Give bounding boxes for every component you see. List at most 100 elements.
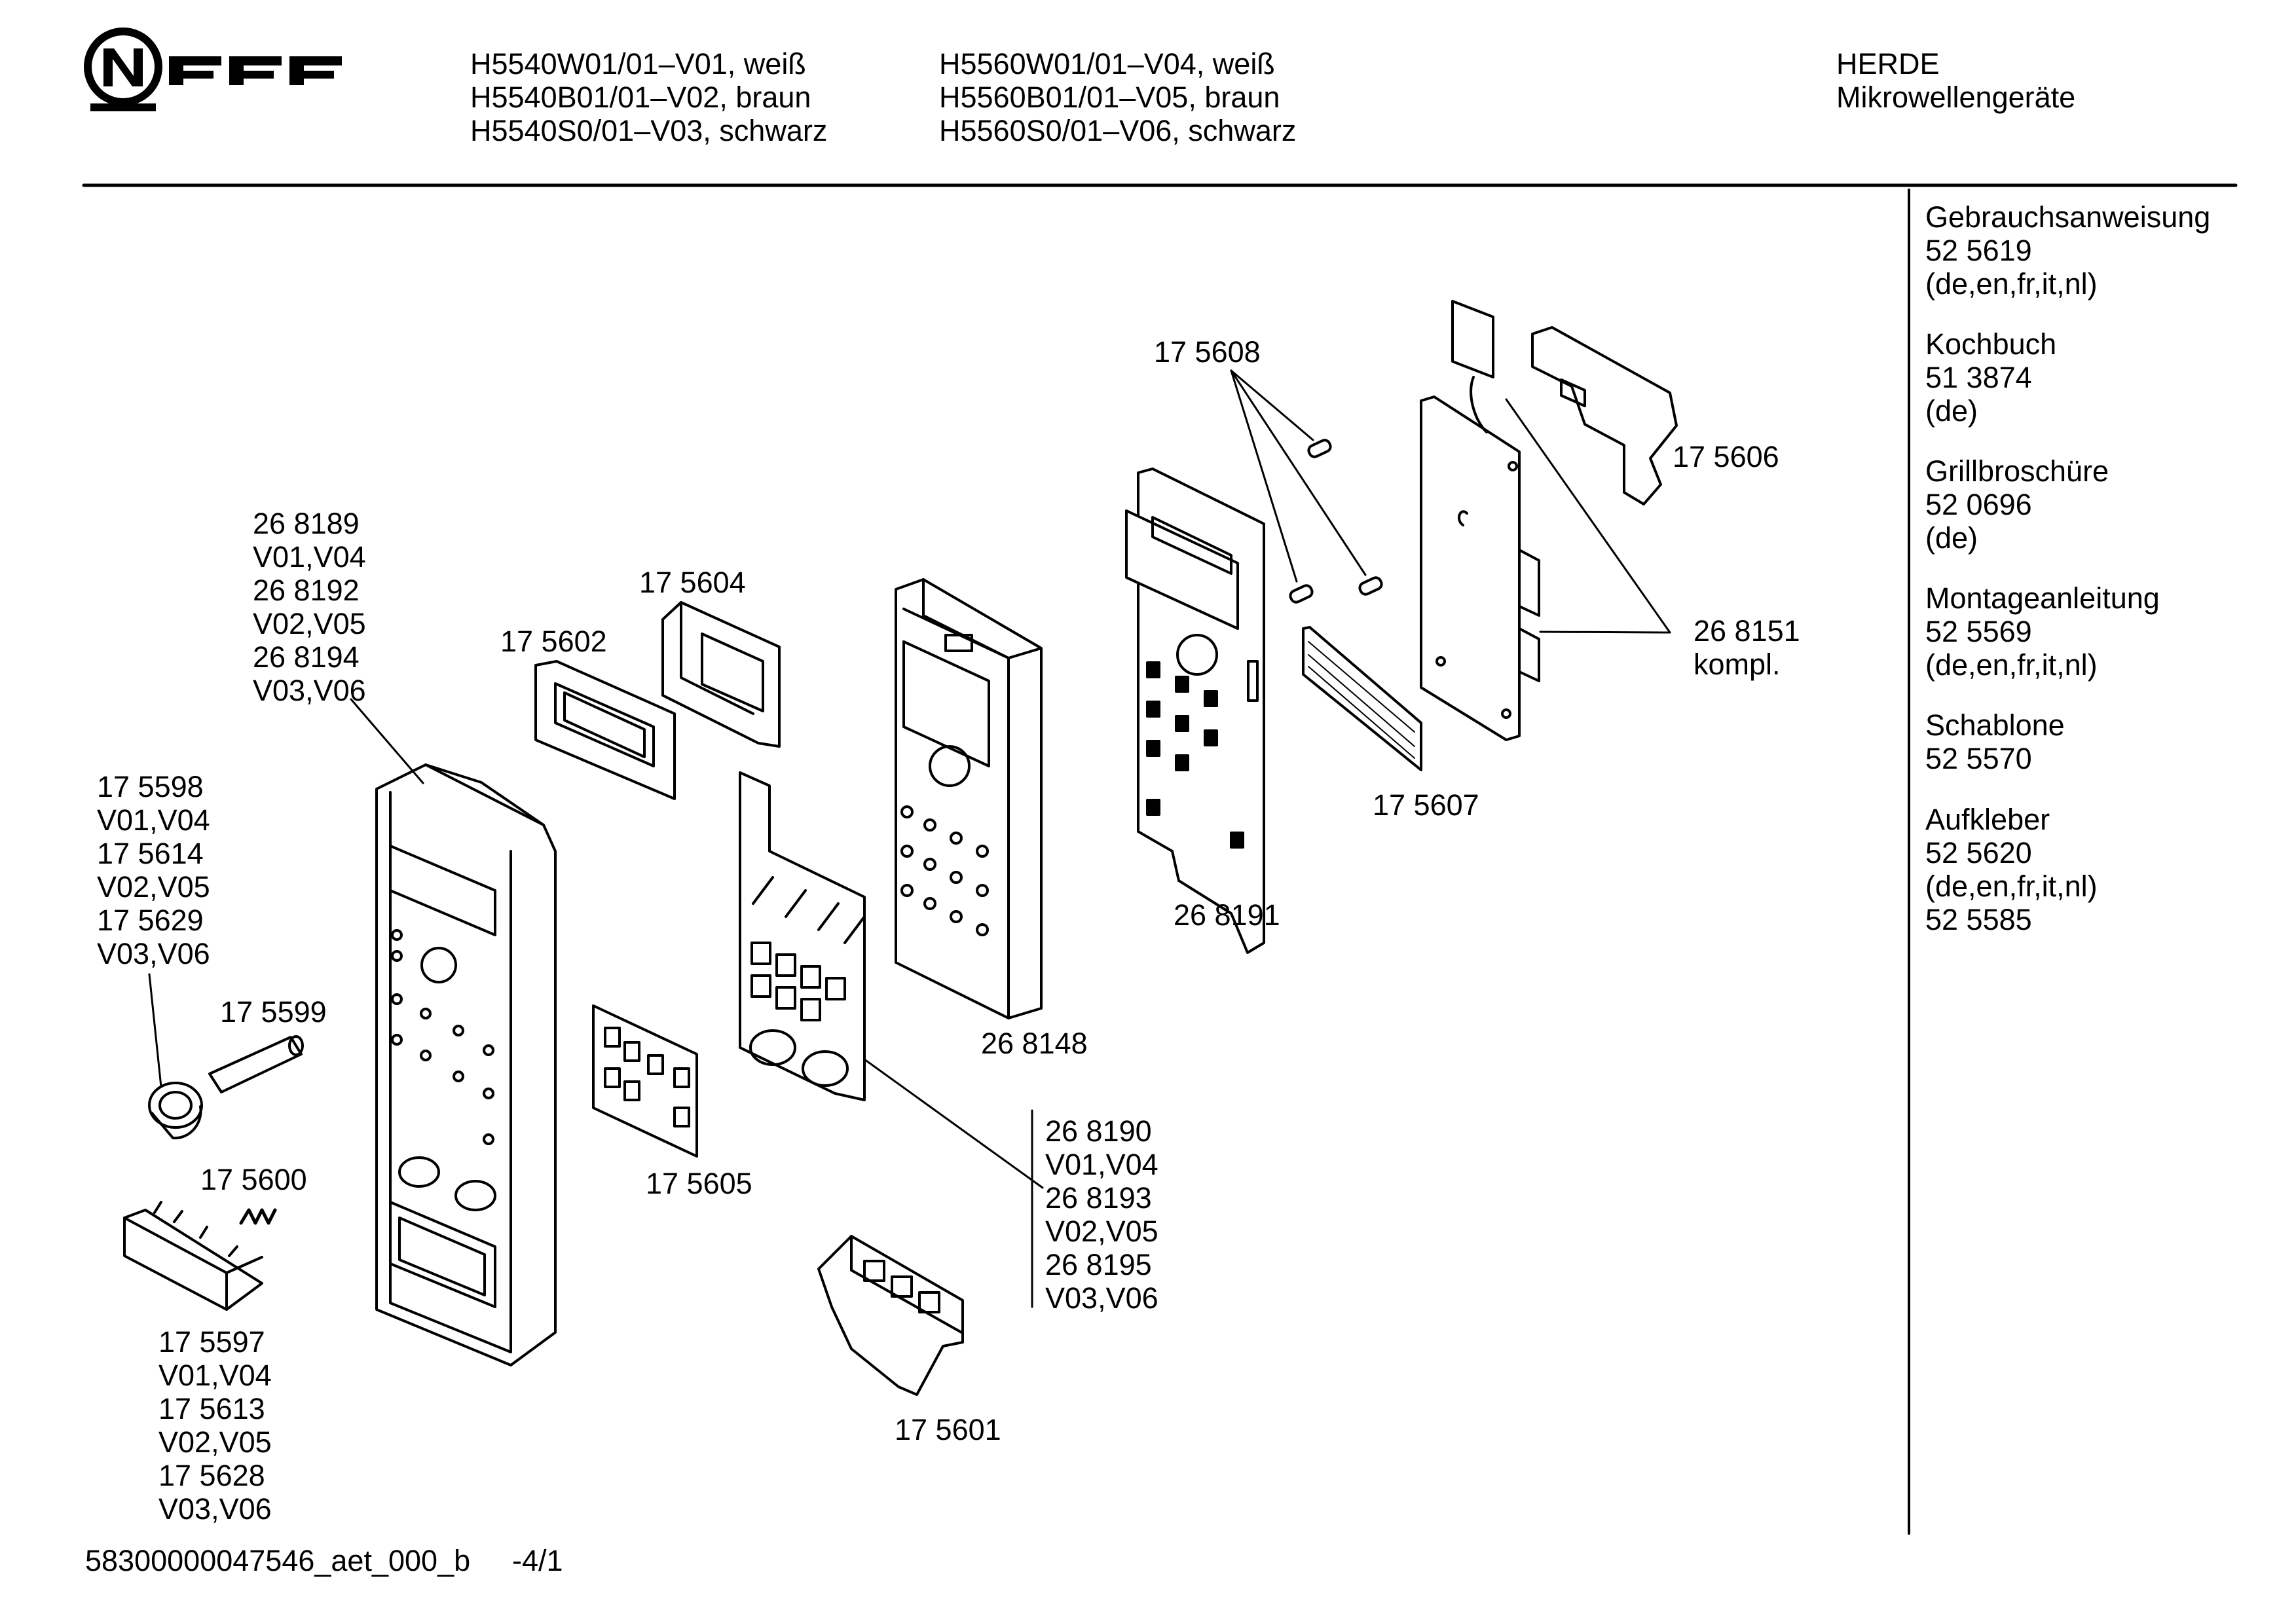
footer-page: -4/1 xyxy=(512,1544,563,1577)
part-number: 17 5597 xyxy=(158,1325,265,1359)
part-label-175598: 17 5598 V01,V04 17 5614 V02,V05 17 5629 … xyxy=(97,770,210,970)
part-number: 26 8189 xyxy=(253,507,360,540)
part-number: 17 5613 xyxy=(158,1392,265,1425)
doc-title: Aufkleber xyxy=(1925,803,2050,836)
variant: V01,V04 xyxy=(158,1359,272,1392)
model-line: H5560S0/01–V06, schwarz xyxy=(939,114,1297,147)
part-label-268190: 26 8190 V01,V04 26 8193 V02,V05 26 8195 … xyxy=(1045,1114,1158,1315)
doc-title: Kochbuch xyxy=(1925,327,2057,361)
keypad-membrane-part-268190 xyxy=(739,771,866,1101)
doc-line: 52 5570 xyxy=(1925,742,2032,775)
part-label-175597: 17 5597 V01,V04 17 5613 V02,V05 17 5628 … xyxy=(158,1325,272,1526)
variant: V02,V05 xyxy=(97,870,210,904)
part-number: 17 5600 xyxy=(200,1163,307,1196)
part-label-175607: 17 5607 xyxy=(1373,788,1479,822)
part-number: 17 5604 xyxy=(639,566,746,599)
part-number: 26 8190 xyxy=(1045,1114,1152,1148)
doc-line: (de,en,fr,it,nl) xyxy=(1925,267,2098,301)
part-number: 17 5628 xyxy=(158,1459,265,1492)
part-label-175602: 17 5602 xyxy=(500,625,607,658)
leader-line xyxy=(148,973,162,1088)
doc-title: Gebrauchsanweisung xyxy=(1925,200,2211,234)
doc-line: 52 5620 xyxy=(1925,836,2032,870)
doc-aufkleber: Aufkleber 52 5620 (de,en,fr,it,nl) 52 55… xyxy=(1925,803,2098,936)
part-number: 26 8194 xyxy=(253,640,360,674)
doc-id: 58300000047546_aet_000_b xyxy=(85,1544,471,1577)
part-number: 17 5608 xyxy=(1154,335,1261,369)
latch-part-175601 xyxy=(817,1235,964,1396)
doc-schablone: Schablone 52 5570 xyxy=(1925,708,2065,775)
frame-part-175604 xyxy=(661,601,781,748)
doc-kochbuch: Kochbuch 51 3874 (de) xyxy=(1925,327,2056,428)
leader-line xyxy=(1230,369,1298,583)
leader-line xyxy=(1230,369,1314,441)
leader-line xyxy=(863,1058,1044,1189)
part-label-268189: 26 8189 V01,V04 26 8192 V02,V05 26 8194 … xyxy=(253,507,366,707)
variant: V01,V04 xyxy=(97,803,210,837)
pins-part-175608 xyxy=(1289,439,1383,604)
part-number: 17 5601 xyxy=(895,1413,1001,1446)
model-list-1: H5540W01/01–V01, weiß H5540B01/01–V02, b… xyxy=(470,47,827,147)
doc-title: Grillbroschüre xyxy=(1925,454,2109,488)
spring-part-175600 xyxy=(239,1208,277,1225)
variant: V03,V06 xyxy=(158,1492,272,1526)
power-board-part-268151 xyxy=(1420,300,1540,741)
model-line: H5540S0/01–V03, schwarz xyxy=(470,114,828,147)
part-number: 26 8191 xyxy=(1174,898,1280,932)
doc-line: 52 5585 xyxy=(1925,903,2032,936)
part-number: 26 8193 xyxy=(1045,1181,1152,1215)
part-label-175605: 17 5605 xyxy=(646,1167,752,1200)
panel-carrier-part-268148 xyxy=(895,578,1043,1019)
note: kompl. xyxy=(1694,648,1781,681)
part-number: 17 5598 xyxy=(97,770,204,803)
part-number: 17 5606 xyxy=(1673,440,1779,473)
part-label-175601: 17 5601 xyxy=(895,1413,1001,1446)
variant: V03,V06 xyxy=(97,937,210,970)
doc-title: Schablone xyxy=(1925,708,2065,742)
ribbon-cable-part-175607 xyxy=(1302,626,1422,771)
neff-logo xyxy=(84,27,342,111)
variant: V02,V05 xyxy=(1045,1215,1158,1248)
model-line: H5540B01/01–V02, braun xyxy=(470,81,811,114)
model-line: H5560B01/01–V05, braun xyxy=(939,81,1280,114)
part-number: 17 5605 xyxy=(646,1167,752,1200)
category-line: Mikrowellengeräte xyxy=(1836,81,2076,114)
part-number: 17 5607 xyxy=(1373,788,1479,822)
leader-line xyxy=(1230,369,1367,576)
doc-gebrauchsanweisung: Gebrauchsanweisung 52 5619 (de,en,fr,it,… xyxy=(1925,200,2210,301)
part-number: 17 5629 xyxy=(97,904,204,937)
part-label-268151: 26 8151 kompl. xyxy=(1694,614,1800,681)
part-label-268191: 26 8191 xyxy=(1174,898,1280,932)
doc-montageanleitung: Montageanleitung 52 5569 (de,en,fr,it,nl… xyxy=(1925,581,2160,682)
part-label-175599: 17 5599 xyxy=(220,995,327,1029)
part-number: 26 8148 xyxy=(981,1027,1088,1060)
part-number: 26 8192 xyxy=(253,574,360,607)
category-line: HERDE xyxy=(1836,47,1940,81)
part-label-175600: 17 5600 xyxy=(200,1163,307,1196)
doc-title: Montageanleitung xyxy=(1925,581,2160,615)
leader-line xyxy=(350,698,424,784)
variant: V01,V04 xyxy=(253,540,366,574)
model-line: H5560W01/01–V04, weiß xyxy=(939,47,1275,81)
footer-doc-id: 58300000047546_aet_000_b xyxy=(85,1544,470,1577)
front-panel-part xyxy=(375,763,557,1366)
variant: V01,V04 xyxy=(1045,1148,1158,1181)
control-board-part-268191 xyxy=(1125,467,1265,954)
variant: V03,V06 xyxy=(1045,1281,1158,1315)
variant: V02,V05 xyxy=(253,607,366,640)
page-number: -4/1 xyxy=(512,1544,563,1577)
part-label-175606: 17 5606 xyxy=(1673,440,1779,473)
bracket-part-175606 xyxy=(1531,326,1678,505)
model-line: H5540W01/01–V01, weiß xyxy=(470,47,806,81)
leader-line xyxy=(1505,398,1671,634)
window-part-175602 xyxy=(534,660,676,800)
shaft-part-175599 xyxy=(208,1035,304,1093)
push-button-part-175597 xyxy=(123,1201,263,1311)
doc-line: 52 5619 xyxy=(1925,234,2032,267)
part-number: 17 5602 xyxy=(500,625,607,658)
knob-part-175598 xyxy=(148,1082,203,1140)
variant: V02,V05 xyxy=(158,1425,272,1459)
doc-line: (de,en,fr,it,nl) xyxy=(1925,870,2098,903)
part-number: 26 8151 xyxy=(1694,614,1800,648)
